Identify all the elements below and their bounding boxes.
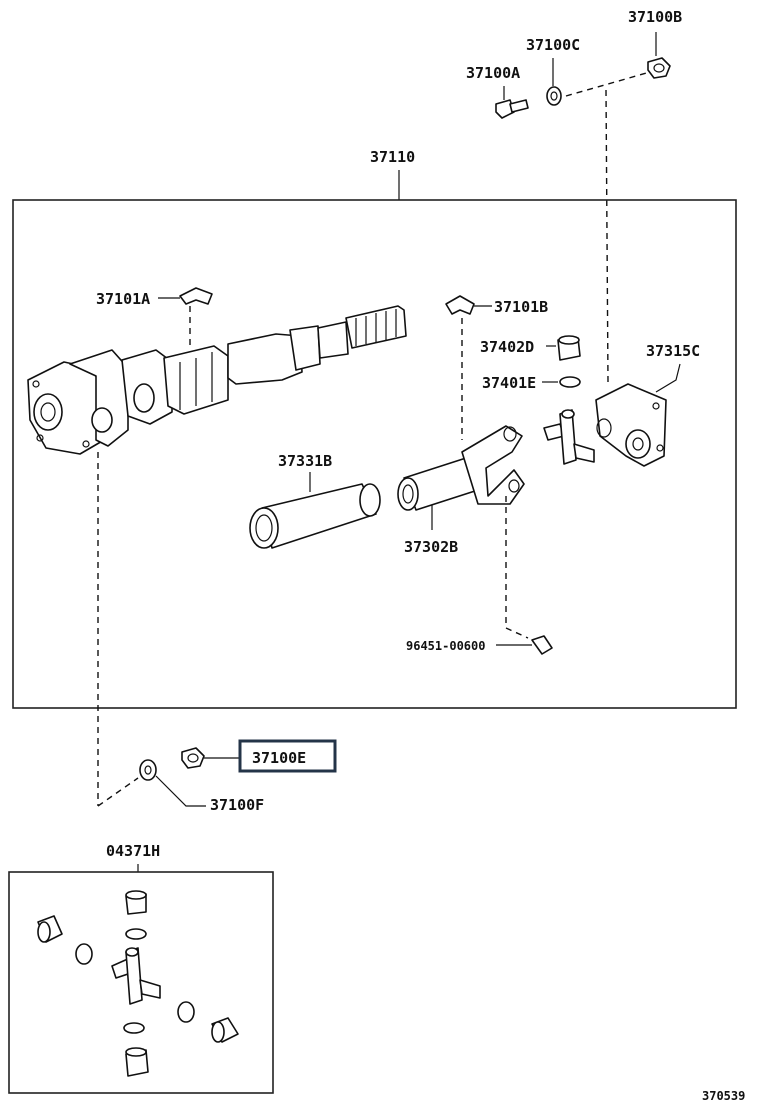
- label-37110[interactable]: 37110: [370, 148, 415, 166]
- label-37401E[interactable]: 37401E: [482, 374, 536, 392]
- dashed-line-37100C-B: [565, 71, 651, 97]
- nut-37100B: [647, 32, 671, 79]
- label-37100B[interactable]: 37100B: [628, 8, 682, 26]
- assembly-frame-37110: [12, 199, 737, 709]
- flange-yoke-37315C: [595, 383, 667, 467]
- propeller-shaft-front-joint: [27, 305, 407, 455]
- label-37101A[interactable]: 37101A: [96, 290, 150, 308]
- label-04371H[interactable]: 04371H: [106, 842, 160, 860]
- bushing-37402D: [557, 335, 581, 361]
- washer-37100C: [546, 58, 562, 106]
- highlight-box-37100E: [238, 739, 337, 773]
- label-37101B[interactable]: 37101B: [494, 298, 548, 316]
- nut-37100E: [181, 747, 240, 769]
- label-37100F[interactable]: 37100F: [210, 796, 264, 814]
- kit-frame-04371H: [8, 871, 274, 1094]
- snap-ring-37401E: [559, 376, 581, 388]
- kit-04371H-parts: [37, 890, 239, 1077]
- label-37100E[interactable]: 37100E: [252, 749, 306, 767]
- label-37331B[interactable]: 37331B: [278, 452, 332, 470]
- bolt-37100A: [495, 86, 529, 119]
- grease-fitting-96451: [531, 635, 553, 655]
- label-37100C[interactable]: 37100C: [526, 36, 580, 54]
- snap-ring-37101A: [179, 287, 213, 305]
- dashed-line-to-37315C: [605, 89, 609, 383]
- washer-37100F: [139, 759, 157, 781]
- label-96451-00600[interactable]: 96451-00600: [406, 639, 485, 653]
- label-37302B[interactable]: 37302B: [404, 538, 458, 556]
- reference-number: 370539: [702, 1089, 745, 1103]
- spider-bearing-main: [543, 409, 595, 465]
- label-37402D[interactable]: 37402D: [480, 338, 534, 356]
- label-37315C[interactable]: 37315C: [646, 342, 700, 360]
- sleeve-37331B: [249, 483, 381, 549]
- snap-ring-37101B: [445, 295, 475, 315]
- sliding-yoke-37302B: [397, 425, 525, 511]
- label-37100A[interactable]: 37100A: [466, 64, 520, 82]
